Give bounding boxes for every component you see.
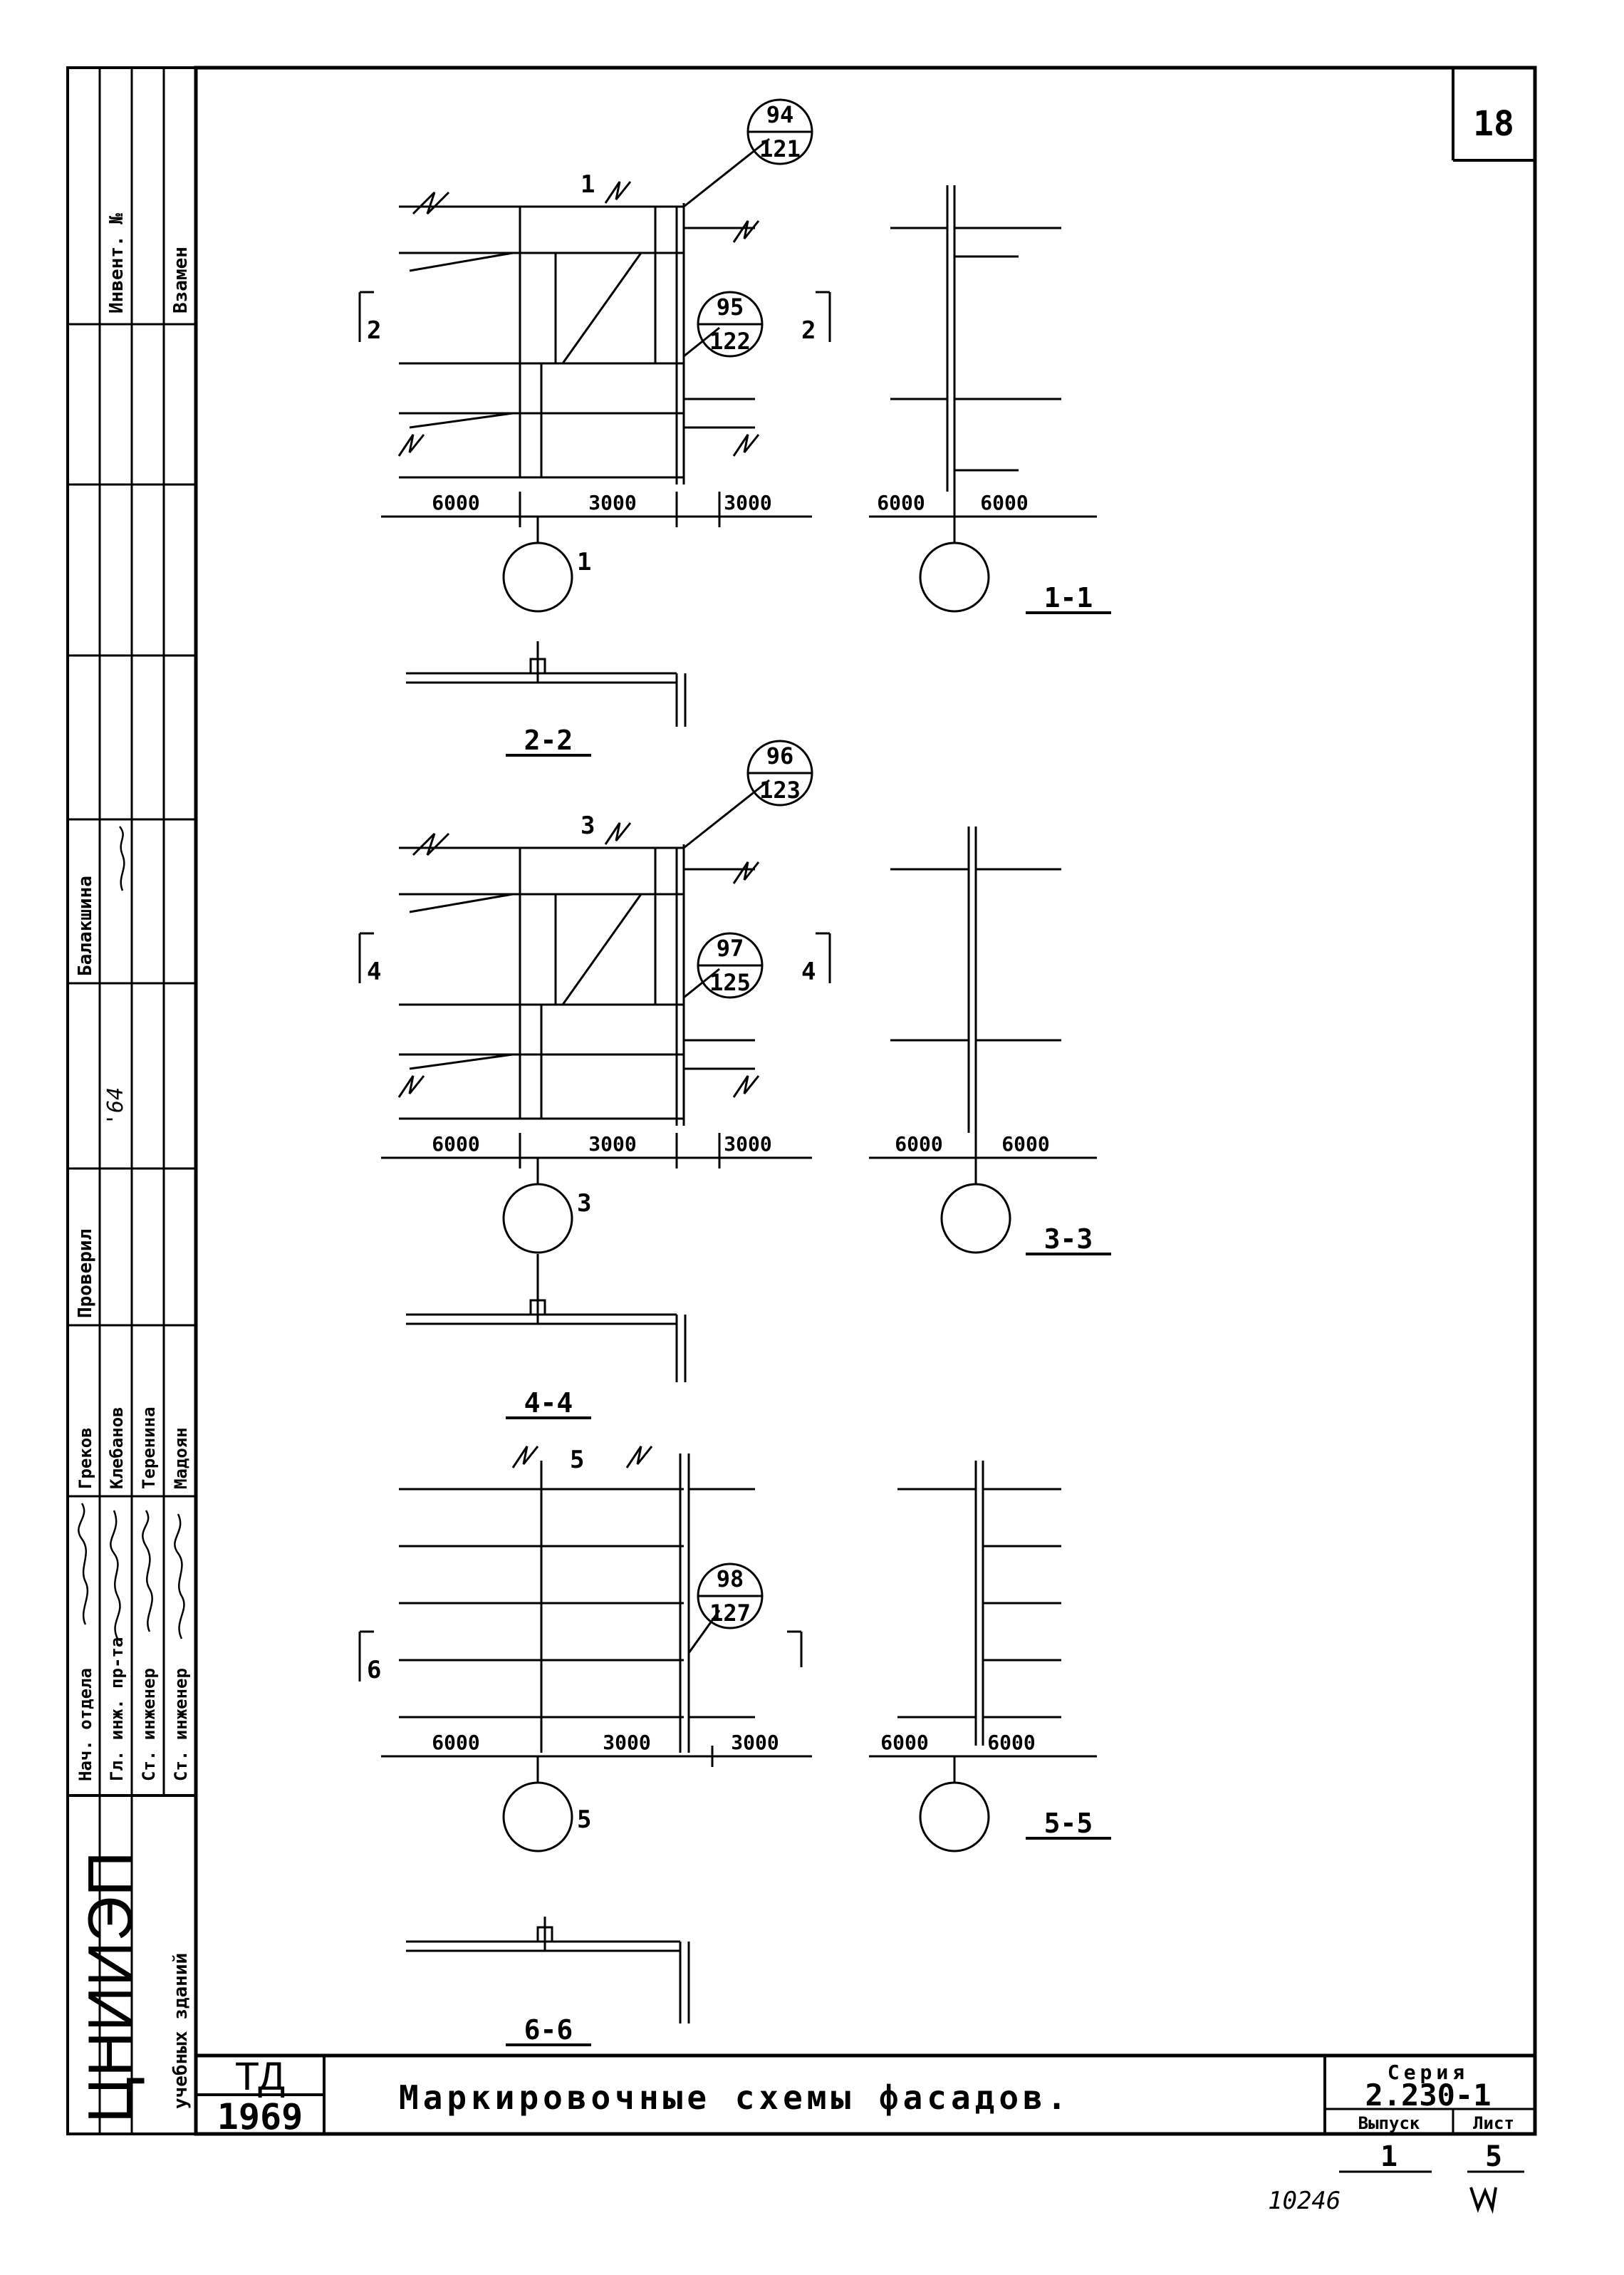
sheet-number-box: 18	[1452, 68, 1535, 162]
side-dim-1: 6000	[877, 491, 925, 514]
mark-1-bottom: 123	[759, 777, 801, 804]
section-label: 3-3	[1044, 1223, 1093, 1255]
mark-1-top: 94	[766, 101, 794, 128]
sheet-value: 5	[1485, 2140, 1502, 2173]
side-dim-1: 6000	[880, 1731, 928, 1754]
dim-1: 6000	[432, 1132, 479, 1156]
issue-sheet-block: Выпуск Лист	[1358, 2109, 1514, 2134]
cut-left: 2	[367, 316, 381, 345]
stamp-role-3: Ст. инженер	[139, 1668, 159, 1781]
stamp-name-3: Теренина	[139, 1406, 159, 1489]
cut-top: 5	[570, 1446, 584, 1474]
series-value: 2.230-1	[1365, 2078, 1491, 2113]
stamp-role-1: Нач. отдела	[76, 1668, 95, 1781]
org-subtitle: учебных зданий	[170, 1953, 192, 2109]
plan-label: 4-4	[524, 1387, 573, 1419]
sheet-label: Лист	[1473, 2113, 1514, 2133]
stamp-role-4: Ст. инженер	[171, 1668, 191, 1781]
archive-number: 10246	[1268, 2187, 1341, 2215]
td-label: ТД	[235, 2053, 285, 2098]
facade-scheme-3: 98 127 6000 3000 3000 6000 6000 5 6 5 5-…	[358, 1446, 1111, 2046]
dim-2: 3000	[588, 491, 636, 514]
dim-2: 3000	[603, 1731, 650, 1754]
mark-1-top: 96	[766, 742, 794, 769]
mark-2-top: 97	[717, 935, 744, 962]
inventory-label: Инвент. №	[106, 213, 127, 313]
cut-left: 6	[367, 1656, 381, 1684]
facade-scheme-1: 94 121 95 122 6000 3000 3000 6000 6000 1…	[358, 98, 1111, 757]
sheet-number: 18	[1473, 104, 1514, 144]
checked-name: Балакшина	[75, 876, 96, 976]
plan-label: 2-2	[524, 725, 573, 756]
section-label: 1-1	[1044, 582, 1093, 613]
org-name: ЦНИИЭП	[75, 1851, 145, 2123]
side-dim-2: 6000	[980, 491, 1028, 514]
archive-mark	[1469, 2187, 1497, 2214]
cut-right: 4	[801, 958, 816, 986]
side-dim-2: 6000	[1001, 1132, 1049, 1156]
year: 1969	[217, 2096, 303, 2137]
cut-top: 1	[581, 170, 595, 199]
checked-date: '64	[103, 1087, 128, 1126]
cut-bottom: 3	[577, 1189, 591, 1218]
title-block: ТД 1969 Маркировочные схемы фасадов. Сер…	[196, 2053, 1535, 2137]
stamp-name-2: Клебанов	[107, 1406, 127, 1489]
dim-2: 3000	[588, 1132, 636, 1156]
dim-3: 3000	[731, 1731, 779, 1754]
mark-2-bottom: 125	[709, 969, 751, 996]
stamp-name-4: Мадоян	[171, 1427, 191, 1489]
stamp-name-1: Греков	[76, 1427, 95, 1489]
mark-2-top: 95	[717, 294, 744, 321]
dim-3: 3000	[724, 491, 771, 514]
cut-bottom: 1	[577, 548, 591, 576]
plan-label: 6-6	[524, 2014, 573, 2046]
series-label: Серия	[1388, 2061, 1469, 2084]
signatures	[78, 826, 185, 1639]
facade-scheme-2: 96 123 97 125 6000 3000 3000 6000 6000 3…	[358, 740, 1111, 1419]
replaces-label: Взамен	[170, 247, 192, 313]
mark-2-bottom: 122	[709, 328, 751, 355]
mark-1-top: 98	[717, 1565, 744, 1592]
cut-top: 3	[581, 812, 595, 840]
cut-bottom: 5	[577, 1805, 591, 1834]
mark-1-bottom: 127	[709, 1600, 751, 1627]
mark-1-bottom: 121	[759, 135, 801, 162]
left-stamp: Инвент. № Взамен Балакшина '64 Проверил …	[75, 213, 192, 2123]
checked-label: Проверил	[75, 1229, 96, 1318]
issue-value: 1	[1380, 2140, 1397, 2173]
dim-3: 3000	[724, 1132, 771, 1156]
cut-right: 2	[801, 316, 816, 345]
side-dim-1: 6000	[895, 1132, 942, 1156]
drawing-title: Маркировочные схемы фасадов.	[399, 2078, 1071, 2117]
stamp-role-2: Гл. инж. пр-та	[107, 1637, 127, 1781]
side-dim-2: 6000	[987, 1731, 1035, 1754]
dim-1: 6000	[432, 491, 479, 514]
section-label: 5-5	[1044, 1808, 1093, 1839]
issue-label: Выпуск	[1358, 2113, 1420, 2133]
dim-1: 6000	[432, 1731, 479, 1754]
sheet-frame	[66, 66, 1537, 2136]
issue-sheet-values: 1 5	[1339, 2140, 1524, 2173]
cut-left: 4	[367, 958, 381, 986]
